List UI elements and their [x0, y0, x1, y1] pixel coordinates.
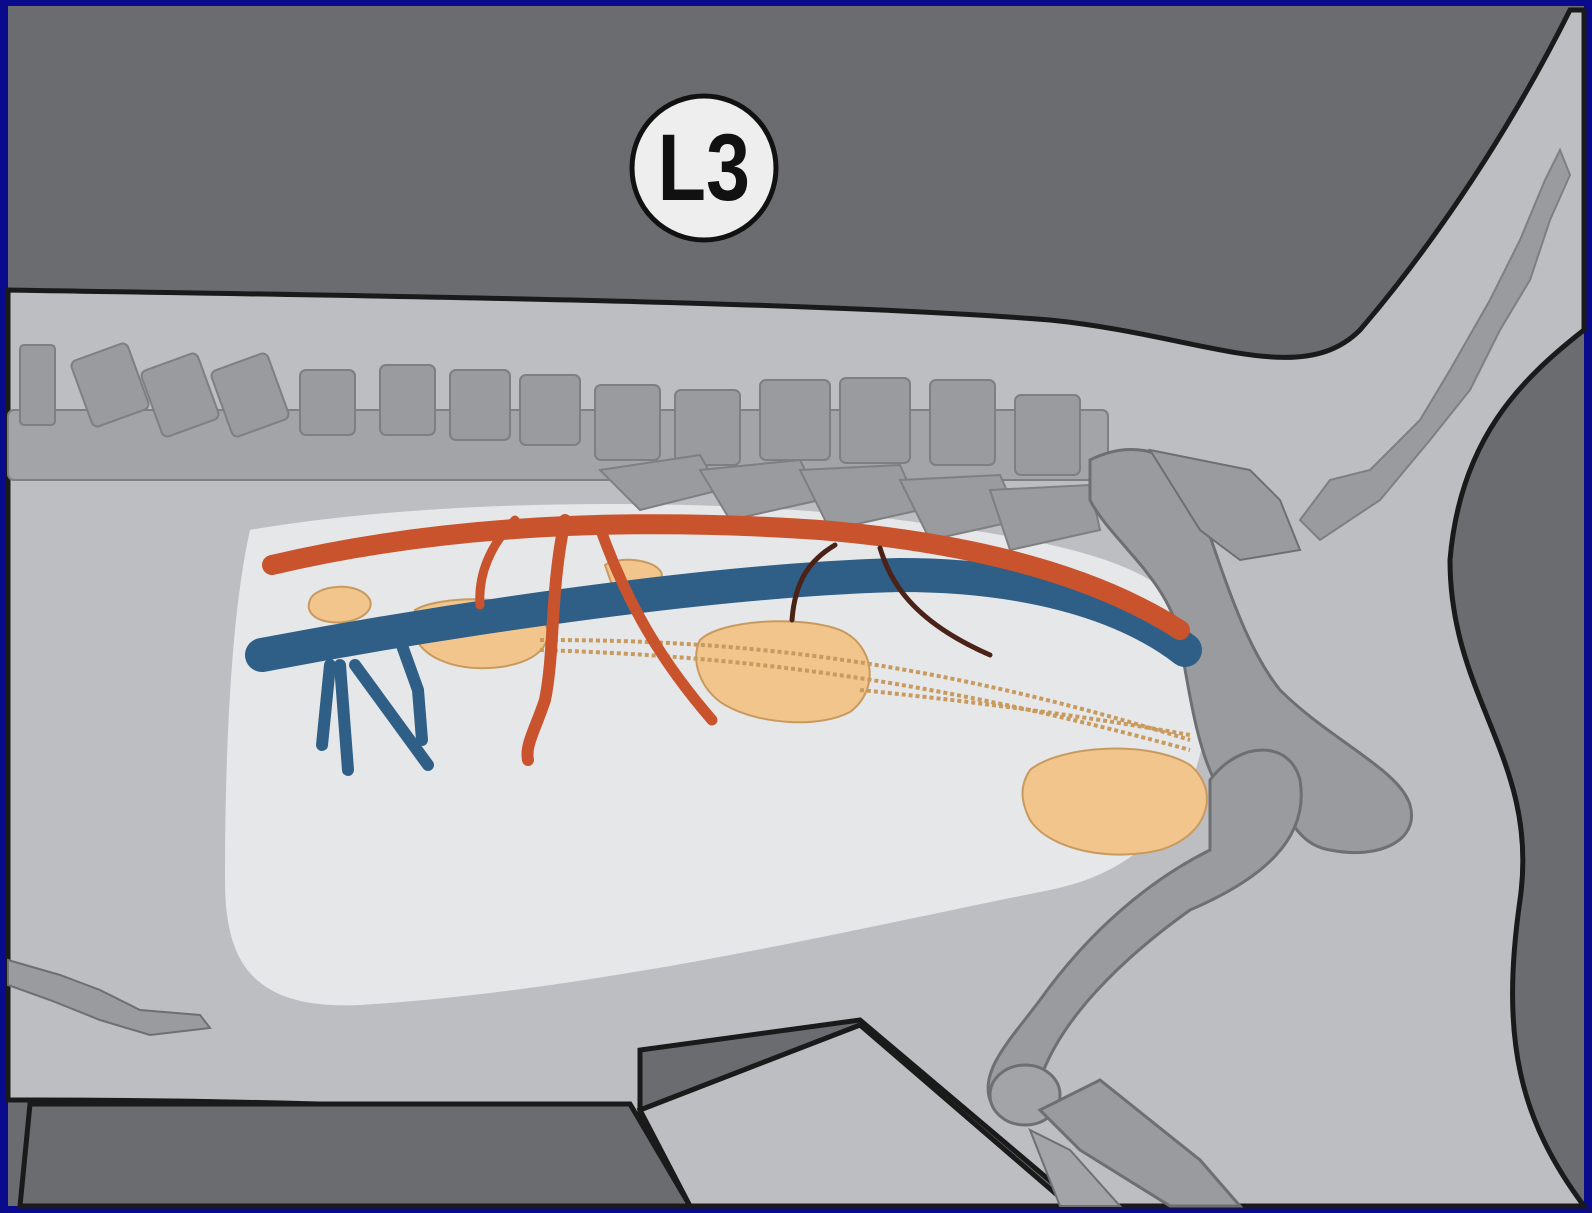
level-label-text: L3 [658, 116, 750, 221]
level-label: L3 [632, 96, 776, 240]
vein-branch-1 [322, 665, 330, 745]
lymph-node-5 [1023, 749, 1207, 855]
lymph-node-1 [309, 587, 371, 623]
vein-branch-2 [340, 665, 348, 770]
dark-region-lower-left [20, 1104, 690, 1206]
